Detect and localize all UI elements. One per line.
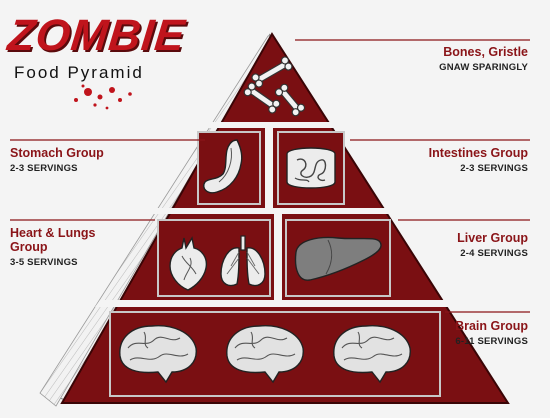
heart-icon xyxy=(169,236,208,291)
title-zombie: ZOMBIE xyxy=(5,11,188,60)
intestines-icon xyxy=(286,147,336,189)
label-liver-group: Liver Group 2-4 SERVINGS xyxy=(457,231,528,259)
liver-icon xyxy=(294,236,382,281)
title-food-pyramid: Food Pyramid xyxy=(14,63,144,82)
label-intestines-group: Intestines Group 2-3 SERVINGS xyxy=(428,146,528,174)
label-bones-gristle: Bones, Gristle GNAW SPARINGLY xyxy=(439,45,528,73)
brain-icon xyxy=(119,325,411,384)
bones-icon xyxy=(243,56,306,117)
blood-splatter-icon xyxy=(74,84,132,110)
pyramid-front xyxy=(60,32,510,404)
pyramid-dividers xyxy=(95,122,450,307)
stomach-icon xyxy=(203,139,243,194)
label-brain-group: Brain Group 6-11 SERVINGS xyxy=(455,319,528,347)
label-heart-lungs-group: Heart & Lungs Group 3-5 SERVINGS xyxy=(10,226,96,268)
label-stomach-group: Stomach Group 2-3 SERVINGS xyxy=(10,146,104,174)
label-lines xyxy=(10,39,530,313)
lungs-icon xyxy=(220,235,266,287)
